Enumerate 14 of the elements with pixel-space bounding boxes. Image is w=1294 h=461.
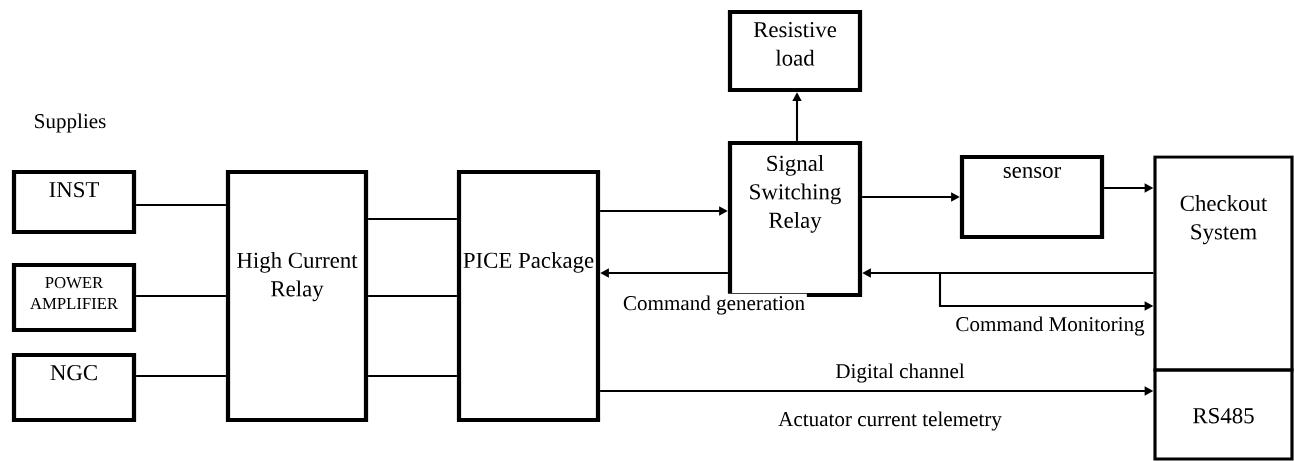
block-box: POWER AMPLIFIER (11, 262, 137, 333)
block-box: Checkout System (1153, 155, 1294, 372)
block-box: High Current Relay (225, 169, 369, 423)
note-label: Actuator current telemetry (778, 411, 1002, 431)
edge-label: Command generation (621, 293, 807, 317)
block-box: PICE Package (456, 169, 601, 423)
block-box: Resistive load (727, 9, 863, 93)
block-box: NGC (11, 352, 137, 423)
note-label: Supplies (35, 113, 106, 133)
block-box: sensor (959, 154, 1105, 240)
block-box: INST (11, 169, 137, 235)
block-box: RS485 (1153, 368, 1294, 461)
edge-label: Digital channel (833, 361, 967, 385)
edge-label: Command Monitoring (953, 314, 1147, 338)
